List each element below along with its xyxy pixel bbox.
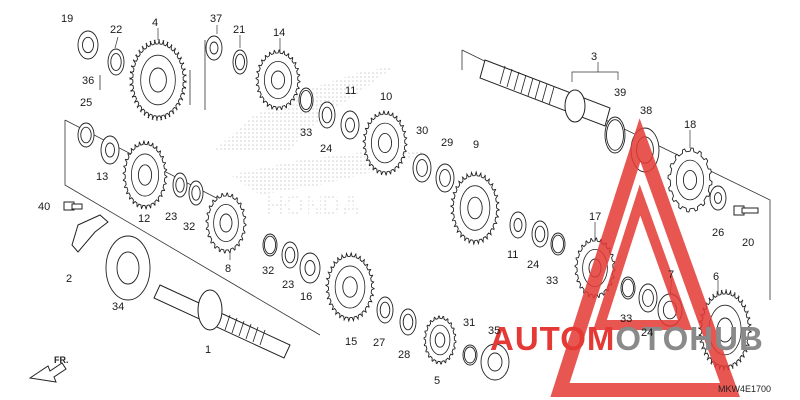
- part-label-8: 8: [225, 263, 231, 275]
- washer-23: [281, 241, 299, 269]
- part-label-34: 34: [112, 301, 124, 313]
- part-label-28: 28: [398, 349, 410, 361]
- washer-24: [531, 220, 549, 248]
- part-label-11: 11: [345, 85, 356, 97]
- washer-32: [188, 180, 204, 206]
- part-label-29: 29: [441, 137, 453, 149]
- gear-4: [129, 39, 187, 121]
- gear-8: [205, 192, 247, 254]
- part-label-5: 5: [434, 375, 440, 387]
- part-label-36: 36: [82, 75, 94, 87]
- part-label-27: 27: [373, 337, 385, 349]
- part-label-21: 21: [233, 24, 245, 36]
- part-label-2: 2: [66, 273, 72, 285]
- washer-25: [77, 122, 95, 148]
- part-label-18: 18: [684, 119, 696, 131]
- part-label-10: 10: [380, 91, 392, 103]
- part-label-23: 23: [282, 279, 294, 291]
- front-direction-arrow: FR.: [28, 355, 69, 383]
- part-label-19: 19: [61, 13, 73, 25]
- part-label-30: 30: [416, 125, 428, 137]
- part-label-12: 12: [138, 213, 150, 225]
- part-label-33: 33: [546, 275, 558, 287]
- part-label-20: 20: [742, 237, 754, 249]
- diagram-code: MKW4E1700: [718, 384, 771, 394]
- part-label-37: 37: [210, 13, 222, 25]
- part-label-33: 33: [620, 313, 632, 325]
- part-label-31: 31: [463, 317, 475, 329]
- gear-12: [122, 140, 168, 210]
- honda-logo-text: HONDA: [265, 190, 361, 220]
- washer-26: [709, 185, 727, 211]
- circlip-31: [462, 344, 478, 366]
- washer-28: [399, 308, 417, 336]
- watermark: [550, 118, 740, 397]
- part-label-11: 11: [507, 249, 518, 261]
- gear-9: [450, 170, 500, 246]
- fr-label: FR.: [54, 355, 69, 365]
- washer-30: [412, 153, 432, 183]
- bearing-34: [105, 235, 151, 301]
- part-label-3: 3: [591, 51, 597, 63]
- part-label-38: 38: [640, 105, 652, 117]
- part-label-35: 35: [488, 325, 500, 337]
- part-label-25: 25: [80, 97, 92, 109]
- bushing-36: [77, 30, 99, 60]
- washer-23: [172, 172, 188, 198]
- part-label-14: 14: [273, 27, 285, 39]
- part-label-32: 32: [262, 265, 274, 277]
- bearing-11: [509, 211, 527, 239]
- circlip-33: [620, 276, 636, 300]
- stopper-plate-2: [71, 214, 109, 253]
- washer-27: [376, 296, 394, 324]
- washer-24: [638, 283, 658, 313]
- bearing-16: [299, 252, 321, 284]
- part-label-24: 24: [527, 259, 539, 271]
- part-label-16: 16: [300, 291, 312, 303]
- bushing-13: [100, 135, 120, 165]
- bolt-20: [733, 205, 759, 216]
- washer-21: [232, 49, 248, 75]
- circlip-32: [262, 233, 278, 257]
- gear-5: [423, 315, 457, 365]
- bearing-11: [340, 110, 360, 140]
- gear-15: [325, 251, 375, 323]
- part-label-1: 1: [205, 344, 211, 356]
- countershaft-3: [479, 59, 611, 127]
- washer-24: [318, 101, 336, 129]
- mainshaft-1: [153, 284, 291, 359]
- part-label-33: 33: [300, 127, 312, 139]
- part-label-15: 15: [345, 336, 357, 348]
- part-label-32: 32: [183, 221, 195, 233]
- circlip-33: [550, 232, 566, 256]
- part-label-39: 39: [614, 87, 626, 99]
- circlip-33: [298, 87, 314, 113]
- part-label-26: 26: [712, 227, 724, 239]
- bolt-40: [63, 201, 83, 211]
- part-label-7: 7: [668, 269, 674, 281]
- part-label-17: 17: [589, 211, 601, 223]
- part-label-40: 40: [38, 201, 50, 213]
- part-label-22: 22: [110, 24, 122, 36]
- sprocket-18: [667, 147, 713, 213]
- part-label-13: 13: [96, 171, 108, 183]
- part-label-6: 6: [713, 271, 719, 283]
- part-label-24: 24: [641, 327, 653, 339]
- washer-22: [107, 48, 125, 76]
- bearing-37: [205, 35, 223, 61]
- watermark-text: AUTOMOTOHUB: [490, 320, 764, 357]
- part-label-24: 24: [320, 143, 332, 155]
- washer-29: [435, 163, 455, 193]
- part-label-9: 9: [473, 139, 479, 151]
- circlip-39: [604, 116, 626, 154]
- gear-10: [362, 110, 408, 176]
- part-label-23: 23: [165, 211, 177, 223]
- part-label-4: 4: [152, 17, 158, 29]
- gear-14: [255, 49, 301, 111]
- bearing-35: [480, 343, 510, 381]
